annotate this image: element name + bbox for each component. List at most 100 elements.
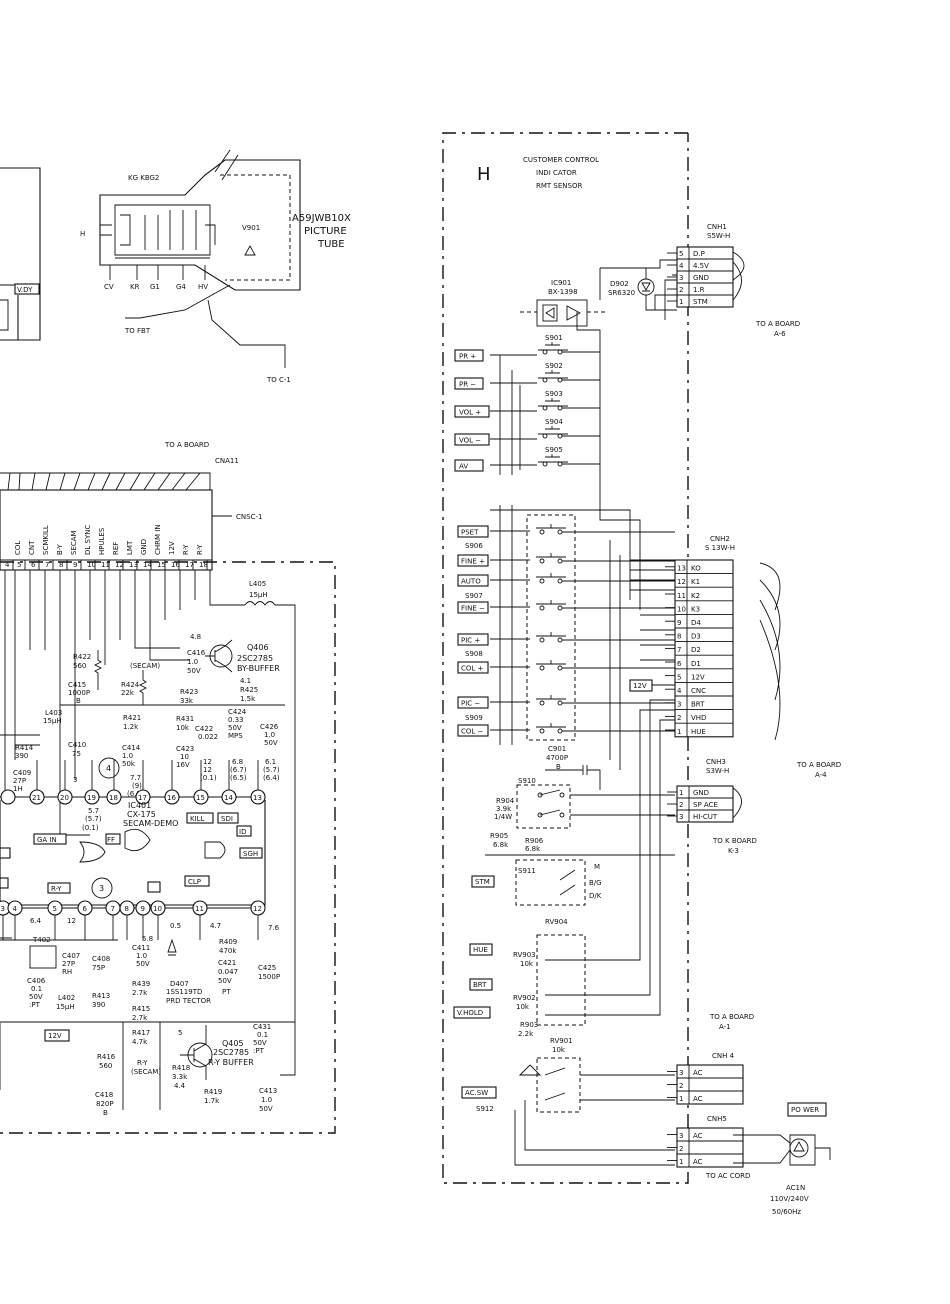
cnsc-pin-number: 7 (45, 561, 49, 569)
to-k3-sub: K-3 (728, 847, 739, 855)
d902-value: SR6320 (608, 289, 635, 297)
cnsc-pin-label: CNT (28, 540, 36, 555)
c424-value: 0.33 (228, 716, 244, 724)
r904-ref: R904 (496, 797, 515, 805)
r431-ref: R431 (176, 715, 194, 723)
connector-pin-number: 5 (677, 673, 681, 681)
key-button[interactable] (457, 525, 489, 538)
r418-value: 3.3k (172, 1073, 188, 1081)
c411-value: 1.0 (136, 952, 147, 960)
rv904-ref: RV904 (545, 918, 568, 926)
to-a6-label: TO A BOARD (755, 320, 800, 328)
key-label: AUTO (461, 578, 481, 586)
cnsc-pin-label: REF (112, 542, 120, 555)
to-a1-sub: A-1 (719, 1023, 731, 1031)
tube-pin-g1: G1 (150, 283, 160, 291)
switch-symbol (536, 573, 566, 578)
key-button[interactable] (457, 601, 489, 614)
key-label: FINE + (461, 558, 485, 566)
connector-pin-number: 11 (677, 592, 686, 600)
switch-contact (557, 665, 563, 671)
v64: (6.4) (263, 774, 280, 782)
acin-freq: 50/60Hz (772, 1208, 801, 1216)
switch-ref: S908 (465, 650, 483, 658)
c424-type: MPS (228, 732, 243, 740)
switch-ref: S905 (545, 446, 563, 454)
switch-symbol (536, 660, 566, 665)
connector-pin-number: 2 (679, 286, 683, 294)
v12b: 12 (203, 766, 212, 774)
r421-value: 1.2k (123, 723, 139, 731)
sgh-label: SGH (243, 850, 258, 858)
tube-pin-cv: CV (104, 283, 114, 291)
ic401-func: SECAM-DEMO (123, 819, 178, 828)
r422-ref: R422 (73, 653, 91, 661)
pin-3-label: 3 (73, 776, 77, 784)
c413-voltage: 50V (259, 1105, 273, 1113)
connector-pin-label: D4 (691, 619, 701, 627)
c416-value: 1.0 (187, 658, 198, 666)
key-button[interactable] (454, 377, 484, 390)
r409-value: 470k (219, 947, 237, 955)
key-button[interactable] (454, 459, 484, 472)
connector-pin-number: 10 (677, 605, 686, 613)
key-button[interactable] (457, 696, 489, 709)
id-label: ID (239, 828, 246, 836)
c409-ref: C409 (13, 769, 31, 777)
connector-pin-label: D.P (693, 250, 705, 258)
switch-contact (539, 605, 545, 611)
cnh5-label: CNH5 (707, 1115, 727, 1123)
ic-pin-number: 9 (141, 905, 145, 913)
r413-value: 390 (92, 1001, 105, 1009)
connector-pin-label: D1 (691, 660, 701, 668)
v47: 4.7 (210, 922, 221, 930)
switch-contact (557, 433, 563, 439)
v-dy-label: V.DY (17, 286, 33, 294)
key-button[interactable] (457, 661, 489, 674)
key-button[interactable] (457, 574, 489, 587)
c423-value: 10 (180, 753, 189, 761)
cnsc-pin-label: SECAM (70, 530, 78, 555)
cnh4-label: CNH 4 (712, 1052, 735, 1060)
c431-voltage: 50V (253, 1039, 267, 1047)
key-label: PSET (461, 529, 479, 537)
switch-contact (542, 349, 548, 355)
to-c1-label: TO C-1 (266, 376, 291, 384)
cnh3-label: CNH3 (706, 758, 726, 766)
connector-pin-label: AC (693, 1069, 703, 1077)
key-button[interactable] (454, 405, 490, 418)
c408-value: 75P (92, 964, 105, 972)
v5: 5 (178, 1029, 182, 1037)
c421-ref: C421 (218, 959, 236, 967)
cnsc-pin-label: COL (14, 541, 22, 555)
connector-frame (676, 1064, 744, 1105)
key-button[interactable] (457, 724, 489, 737)
title-line2: INDI CATOR (536, 169, 577, 177)
ic-pin-number: 11 (195, 905, 204, 913)
key-button[interactable] (457, 554, 489, 567)
v9: (9) (132, 782, 142, 790)
connector-pin-label: 4.5V (693, 262, 709, 270)
tube-h-label: H (80, 230, 85, 238)
to-a-board-top: TO A BOARD (164, 441, 209, 449)
connector-frame (674, 559, 734, 738)
key-button[interactable] (457, 633, 489, 646)
key-button[interactable] (454, 349, 484, 362)
c413-ref: C413 (259, 1087, 277, 1095)
c415-b: B (76, 697, 81, 705)
switch-dk: D/K (589, 892, 602, 900)
cnsc-pin-number: 18 (199, 561, 208, 569)
r414-value: 390 (15, 752, 28, 760)
connector-pin-label: BRT (691, 701, 705, 709)
switch-symbol (536, 553, 566, 558)
c407-ref: C407 (62, 952, 80, 960)
vhold-key: V.HOLD (457, 1009, 483, 1017)
c410-value: 75 (72, 750, 81, 758)
connector-pin-number: 9 (677, 619, 681, 627)
v65: (6.5) (230, 774, 247, 782)
c411-voltage: 50V (136, 960, 150, 968)
switch-symbol (538, 454, 568, 463)
c418-ref: C418 (95, 1091, 113, 1099)
key-button[interactable] (454, 433, 490, 446)
